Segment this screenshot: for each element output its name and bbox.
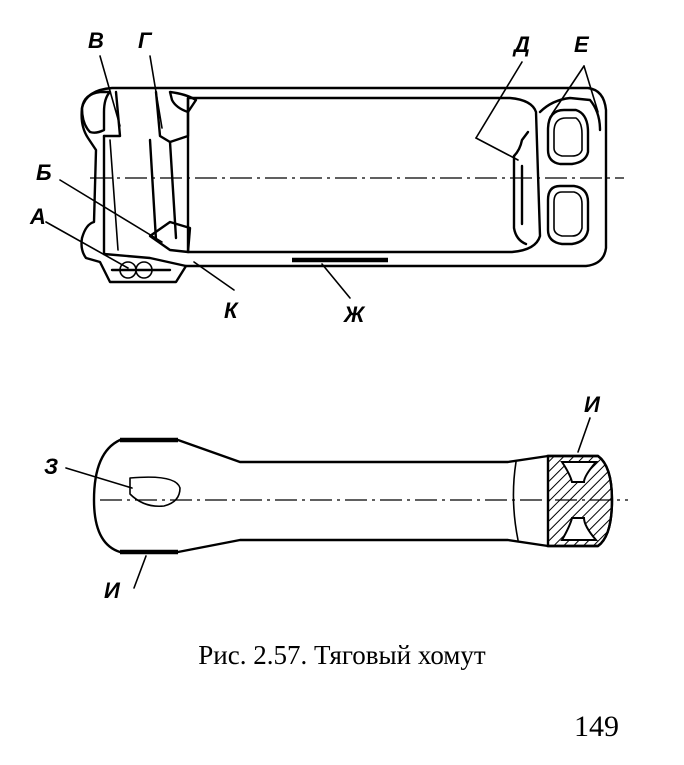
yoke-plan-view <box>92 437 628 555</box>
label-b: Б <box>36 160 52 185</box>
page-number: 149 <box>574 710 619 743</box>
yoke-side-view <box>80 86 624 284</box>
label-v: В <box>88 28 104 53</box>
label-zh: Ж <box>343 302 366 327</box>
label-i-bottom: И <box>104 578 121 603</box>
leaders-bottom <box>65 417 591 589</box>
label-i-top: И <box>584 392 601 417</box>
label-k: К <box>224 298 239 323</box>
label-d: Д <box>512 32 530 57</box>
label-z: З <box>44 454 58 479</box>
label-a: А <box>29 204 46 229</box>
figure-caption: Рис. 2.57. Тяговый хомут <box>198 640 486 670</box>
label-g: Г <box>138 28 153 53</box>
label-e: Е <box>574 32 590 57</box>
leaders-top <box>45 55 599 299</box>
